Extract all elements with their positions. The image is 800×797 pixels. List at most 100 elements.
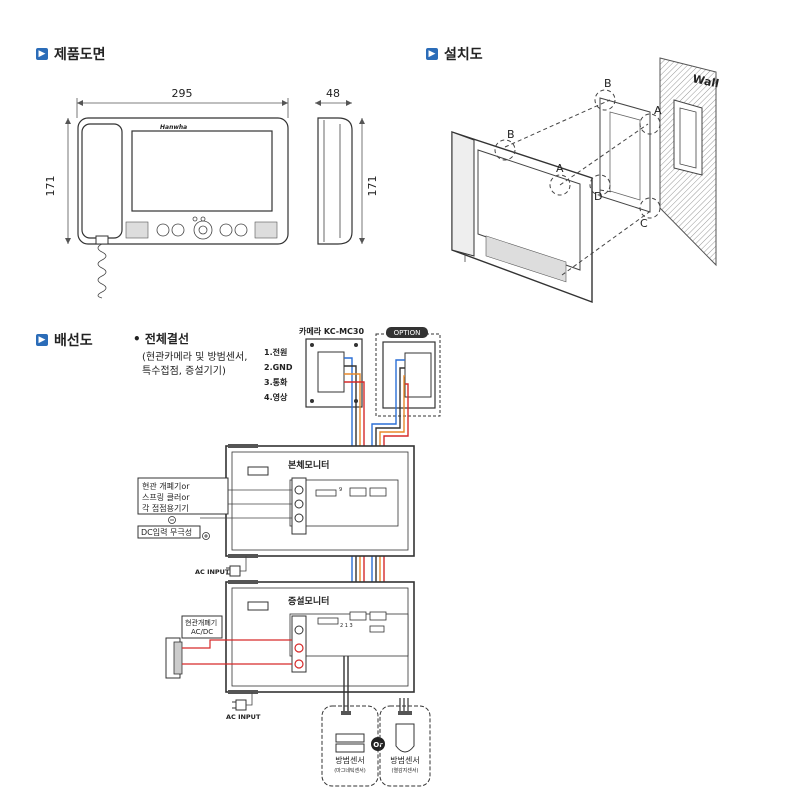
main-term-nums: 9	[339, 487, 342, 493]
sub-terminal-center	[349, 611, 367, 621]
section-drawing-title: 제품도면	[54, 47, 106, 63]
point-b-lower-circle	[494, 139, 516, 161]
wiring-note-line2: 특수접점, 증설기기)	[142, 365, 226, 377]
wall-box-inner	[679, 107, 697, 169]
sub-monitor-tab-top	[228, 580, 258, 584]
sub-monitor-indicator	[247, 601, 269, 611]
wall-label: Wall	[691, 72, 720, 90]
section-drawing-heading: ▶ 제품도면	[36, 44, 106, 64]
main-monitor-inner	[231, 451, 409, 551]
handset	[81, 123, 123, 239]
arrow-icon: ▶	[36, 48, 48, 60]
door-opener-wire-red-1	[182, 639, 292, 649]
main-monitor-indicator	[247, 466, 269, 476]
front-nav-center	[198, 225, 208, 235]
height-right-label: 171	[366, 176, 379, 197]
option-pill	[386, 327, 428, 338]
door-opener-line3: 각 접점용기기	[142, 503, 189, 513]
section-install-heading: ▶ 설치도	[426, 44, 483, 64]
ac-cord-1	[240, 556, 247, 572]
sub-small-terminal	[369, 625, 385, 633]
or-circle	[371, 737, 385, 751]
camera-term-4: 4.영상	[264, 392, 288, 402]
ac-cord-2	[246, 692, 253, 706]
projection-line-4	[599, 189, 613, 193]
ac-input-1-label: AC INPUT	[195, 568, 230, 576]
main-terminal-right	[369, 487, 387, 497]
camera-term-3: 3.통화	[264, 377, 288, 387]
front-button-3	[219, 223, 233, 237]
camera-screw-tr	[354, 343, 358, 347]
speaker-grille-right	[254, 221, 278, 239]
label-a-lower: A	[556, 162, 564, 175]
main-screw-2	[294, 499, 304, 509]
wiring-note-line1: (현관카메라 및 방범센서,	[142, 351, 247, 363]
section-install-title: 설치도	[444, 47, 483, 63]
magnetic-sensor-top	[335, 733, 365, 743]
product-drawing: 295 48 171 171 Hanwha	[44, 87, 379, 299]
main-screw-3	[294, 513, 304, 523]
sub-screw-3	[294, 659, 304, 669]
sub-terminal-right	[369, 611, 387, 621]
point-d-circle	[589, 174, 611, 196]
point-a-upper-circle	[639, 113, 661, 135]
door-opener-line1: 현관 개폐기or	[142, 481, 190, 491]
wire-option-orange	[379, 375, 405, 470]
wire-camera-orange	[344, 373, 361, 470]
front-button-2	[171, 223, 185, 237]
sub-monitor-label: 증설모니터	[288, 595, 329, 607]
depth-label: 48	[326, 87, 340, 100]
camera-screw-bl	[310, 399, 314, 403]
label-b-upper: B	[604, 77, 612, 90]
camera-screw-tl	[310, 343, 314, 347]
label-b-lower: B	[507, 128, 515, 141]
projection-line-2	[559, 123, 649, 186]
point-a-lower-circle	[549, 174, 571, 196]
or-label: Or	[373, 741, 383, 749]
wire-camera-red	[344, 381, 365, 470]
point-c-circle	[639, 197, 661, 219]
door-opener-acdc-line1: 현관개폐기	[185, 618, 217, 627]
front-button-4	[234, 223, 248, 237]
point-b-upper-circle	[594, 89, 616, 111]
sub-term-nums: 2 1 3	[340, 623, 353, 629]
magnetic-sensor-bottom	[335, 743, 365, 753]
main-monitor-tab-bottom	[228, 554, 258, 558]
dc-input-box	[137, 525, 201, 539]
label-d: D	[594, 190, 602, 203]
sensor-left-sub: (마그네틱센서)	[334, 767, 366, 774]
projection-line-3	[561, 209, 653, 276]
camera-term-2: 2.GND	[264, 363, 293, 372]
door-opener-line2: 스프링 클러or	[142, 492, 190, 502]
install-monitor-screen	[477, 149, 581, 271]
sensor-right-connector	[398, 711, 412, 715]
ac-plug-2-prongs	[232, 701, 236, 709]
sensor-right-label: 방범센서	[390, 755, 419, 765]
dc-input-label: DC입력 무극성	[141, 527, 192, 537]
wire-option-blue	[371, 359, 405, 470]
main-screw-1	[294, 485, 304, 495]
wire-camera-black	[344, 365, 357, 470]
handset-curly-cord	[97, 243, 107, 299]
camera-term-1: 1.전원	[264, 347, 287, 357]
section-wiring-heading: ▶ 배선도	[36, 330, 93, 350]
sensor-right-frame	[379, 705, 431, 787]
brand-logo: Hanwha	[160, 124, 187, 131]
speaker-grille-left	[125, 221, 149, 239]
door-opener-acdc-box	[181, 615, 223, 639]
wall-box	[673, 99, 703, 176]
sensor-left-label: 방범센서	[335, 755, 364, 765]
wire-camera-blue	[344, 357, 353, 470]
main-terminal-left	[315, 489, 337, 497]
option-label: OPTION	[394, 329, 421, 337]
sub-screw-2	[294, 643, 304, 653]
ac-plug-1-prongs	[226, 567, 230, 575]
door-opener-acdc-line2: AC/DC	[191, 628, 213, 636]
label-c: C	[640, 217, 648, 230]
install-button-row	[485, 235, 567, 283]
door-opener-latch	[173, 641, 183, 675]
section-wiring-title: 배선도	[54, 333, 93, 349]
wall-bracket	[599, 97, 651, 213]
ac-plug-2	[235, 699, 247, 711]
